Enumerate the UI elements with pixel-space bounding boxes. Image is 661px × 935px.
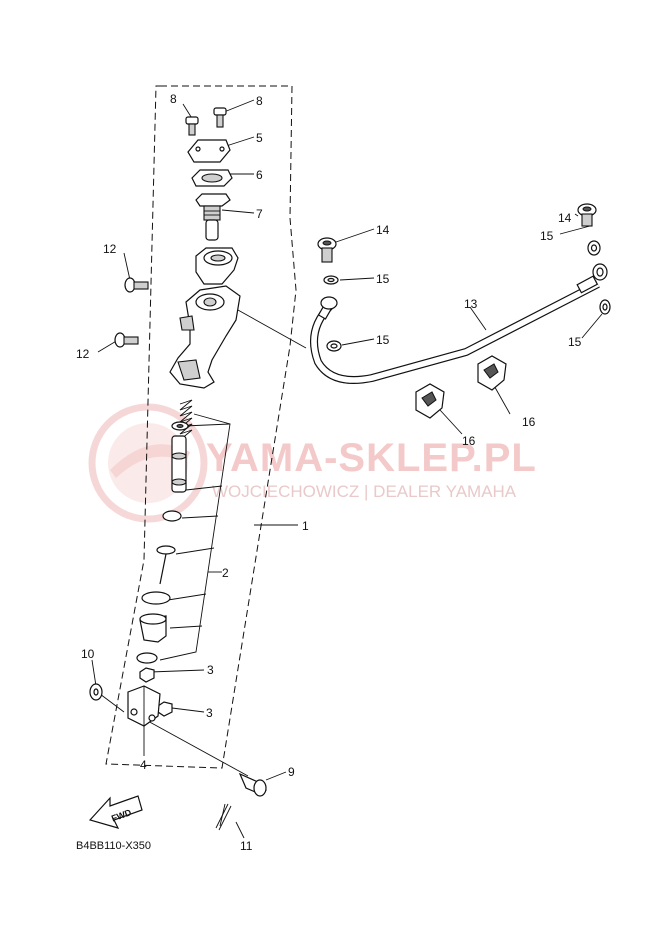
part-16-clamp-right <box>477 355 507 391</box>
part-15-washer-3 <box>587 240 601 256</box>
part-15-washer-union <box>320 263 608 310</box>
part-15-washer-2 <box>326 340 342 352</box>
part-2-cup-seal <box>171 421 189 431</box>
part-2-boot <box>139 613 167 643</box>
callout-15: 15 <box>376 272 390 286</box>
fwd-arrow: FWD <box>88 795 143 829</box>
callout-3: 3 <box>207 663 214 677</box>
part-9-pin <box>238 772 267 797</box>
master-cylinder-body <box>169 247 241 389</box>
part-10-washer <box>89 683 103 701</box>
part-12-bolt-lower <box>114 332 139 348</box>
part-14-union-bolt-right <box>577 203 597 227</box>
callout-9: 9 <box>288 765 295 779</box>
callout-15: 15 <box>568 335 582 349</box>
callout-5: 5 <box>256 131 263 145</box>
callout-12: 12 <box>103 242 117 256</box>
callout-15: 15 <box>540 229 554 243</box>
part-14-union-bolt-left <box>317 237 337 263</box>
part-3-nut-lower <box>157 701 173 717</box>
assembly-boundary <box>105 85 297 769</box>
part-2-washer <box>162 510 182 522</box>
part-3-nut-upper <box>139 667 155 683</box>
part-8-bolt-left <box>185 116 199 136</box>
callout-13: 13 <box>464 297 478 311</box>
callout-12: 12 <box>76 347 90 361</box>
part-15-washer-4 <box>599 299 611 315</box>
callout-1: 1 <box>302 519 309 533</box>
callout-16: 16 <box>522 415 536 429</box>
callout-14: 14 <box>558 211 572 225</box>
callout-11: 11 <box>240 839 253 853</box>
part-2-circlip <box>141 591 171 605</box>
callout-3: 3 <box>206 706 213 720</box>
callout-4: 4 <box>140 758 147 772</box>
part-5-reservoir-cap <box>187 139 231 163</box>
part-2-piston <box>171 435 187 493</box>
part-15-washer-1 <box>323 275 339 285</box>
part-13-brake-hose <box>310 275 600 384</box>
callout-15: 15 <box>376 333 390 347</box>
part-7-diaphragm <box>195 193 231 241</box>
callout-labels: 8 8 5 6 7 12 12 14 15 15 13 14 15 15 16 … <box>76 92 582 853</box>
watermark-main: YAMA-SKLEP.PL <box>206 436 537 480</box>
callout-10: 10 <box>81 647 95 661</box>
callout-8: 8 <box>256 94 263 108</box>
watermark-logo <box>88 403 208 523</box>
part-4-clevis <box>127 685 161 727</box>
part-8-bolt-right <box>213 107 227 128</box>
callout-16: 16 <box>462 434 476 448</box>
part-2-nut <box>136 652 158 664</box>
part-2-push-rod <box>156 545 176 585</box>
watermark: YAMA-SKLEP.PL WOJCIECHOWICZ | DEALER YAM… <box>88 403 537 523</box>
part-2-spring <box>179 399 193 441</box>
watermark-sub: WOJCIECHOWICZ | DEALER YAMAHA <box>212 482 517 501</box>
part-12-bolt-upper <box>124 277 149 293</box>
callout-6: 6 <box>256 168 263 182</box>
callout-2: 2 <box>222 566 229 580</box>
callout-14: 14 <box>376 223 390 237</box>
part-11-cotter-pin <box>215 803 232 831</box>
part-6-diaphragm-plate <box>191 169 233 187</box>
callout-8: 8 <box>170 92 177 106</box>
callout-7: 7 <box>256 207 263 221</box>
diagram-code: B4BB110-X350 <box>76 840 151 852</box>
part-16-clamp-left <box>415 383 445 419</box>
